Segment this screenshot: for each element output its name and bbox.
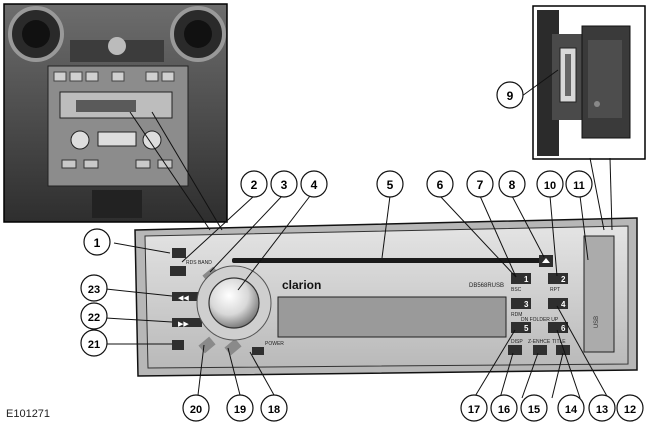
disp-label: DISP	[511, 339, 523, 345]
audio-button[interactable]	[172, 340, 184, 350]
seek-back-icon: ◀◀	[178, 295, 189, 302]
callout-label-18: 18	[268, 404, 280, 416]
callout-label-23: 23	[88, 284, 100, 296]
usb-door[interactable]	[583, 235, 615, 353]
callout-label-21: 21	[88, 339, 100, 351]
callout-label-12: 12	[624, 404, 636, 416]
preset-button-2[interactable]	[548, 273, 568, 284]
callout-9: 9	[496, 81, 524, 109]
callout-15: 15	[520, 394, 548, 422]
preset-label-6: 6	[561, 324, 566, 333]
callout-label-11: 11	[573, 180, 585, 192]
callout-22: 22	[80, 302, 108, 330]
preset-button-6[interactable]	[548, 322, 568, 333]
callout-17: 17	[460, 394, 488, 422]
preset-label-3: 3	[524, 300, 529, 309]
callout-label-2: 2	[251, 178, 258, 192]
lcd-display	[277, 296, 507, 338]
callout-1: 1	[83, 228, 111, 256]
leader-lines	[105, 69, 613, 399]
callout-5: 5	[376, 170, 404, 198]
callout-label-5: 5	[387, 178, 394, 192]
preset-button-5[interactable]	[511, 322, 531, 333]
preset-label-2: 2	[561, 275, 566, 284]
callout-14: 14	[557, 394, 585, 422]
disp-button[interactable]	[508, 345, 522, 355]
power-button[interactable]	[252, 347, 264, 355]
title-label: TITLE	[552, 339, 566, 345]
callout-label-14: 14	[565, 404, 578, 416]
radio-head-unit: USB clarion DB568RUSB RDS BAND ◀◀ ▶▶ POW…	[134, 217, 638, 377]
eject-icon	[542, 258, 550, 263]
callout-label-3: 3	[281, 178, 288, 192]
callout-label-4: 4	[311, 178, 318, 192]
bsc-label: BSC	[511, 287, 522, 293]
callout-16: 16	[490, 394, 518, 422]
preset-label-1: 1	[524, 275, 529, 284]
zenhce-button[interactable]	[533, 345, 547, 355]
rdm-label: RDM	[511, 312, 522, 318]
callout-23: 23	[80, 274, 108, 302]
callout-label-13: 13	[596, 404, 608, 416]
mode-button[interactable]	[172, 248, 186, 258]
rds-band-label: RDS BAND	[186, 260, 212, 266]
callout-20: 20	[182, 394, 210, 422]
callout-13: 13	[588, 394, 616, 422]
dn-folder-up-label: DN FOLDER UP	[521, 317, 559, 323]
power-label: POWER	[265, 341, 284, 347]
callout-label-10: 10	[544, 180, 556, 192]
callout-10: 10	[536, 170, 564, 198]
model-label: DB568RUSB	[469, 283, 504, 289]
callout-11: 11	[565, 170, 593, 198]
callout-label-16: 16	[498, 404, 510, 416]
seek-forward-icon: ▶▶	[178, 321, 189, 328]
callout-19: 19	[226, 394, 254, 422]
callout-label-15: 15	[528, 404, 540, 416]
callout-label-6: 6	[437, 178, 444, 192]
callout-3: 3	[270, 170, 298, 198]
figure-code: E101271	[6, 408, 51, 420]
usb-label: USB	[594, 316, 600, 328]
title-button[interactable]	[556, 345, 570, 355]
volume-knob[interactable]	[208, 277, 260, 329]
zenhce-label: Z-ENHCE	[528, 339, 551, 345]
callout-label-9: 9	[507, 89, 514, 103]
seek-forward-button[interactable]	[172, 318, 202, 327]
band-button[interactable]	[170, 266, 186, 276]
seek-back-button[interactable]	[172, 292, 202, 301]
callout-label-19: 19	[234, 404, 246, 416]
callout-label-20: 20	[190, 404, 202, 416]
callout-label-8: 8	[509, 178, 516, 192]
preset-label-4: 4	[561, 300, 566, 309]
callout-4: 4	[300, 170, 328, 198]
rpt-label: RPT	[550, 287, 560, 293]
preset-button-4[interactable]	[548, 298, 568, 309]
preset-button-1[interactable]	[511, 273, 531, 284]
callout-12: 12	[616, 394, 644, 422]
dashboard-inset-photo	[3, 3, 228, 223]
callout-label-1: 1	[94, 236, 101, 250]
callout-18: 18	[260, 394, 288, 422]
callout-label-22: 22	[88, 312, 100, 324]
preset-label-5: 5	[524, 324, 529, 333]
usb-door-inset	[532, 5, 646, 160]
callout-2: 2	[240, 170, 268, 198]
brand-label: clarion	[282, 278, 321, 292]
preset-button-3[interactable]	[511, 298, 531, 309]
callouts: 1 2 3 4 5 6 7 8 9 10 11 12 13 14 15 16 1…	[80, 81, 644, 422]
callout-7: 7	[466, 170, 494, 198]
cd-slot[interactable]	[232, 258, 547, 263]
callout-8: 8	[498, 170, 526, 198]
callout-21: 21	[80, 329, 108, 357]
callout-6: 6	[426, 170, 454, 198]
release-button[interactable]	[198, 336, 216, 354]
callout-label-17: 17	[468, 404, 480, 416]
callout-label-7: 7	[477, 178, 484, 192]
